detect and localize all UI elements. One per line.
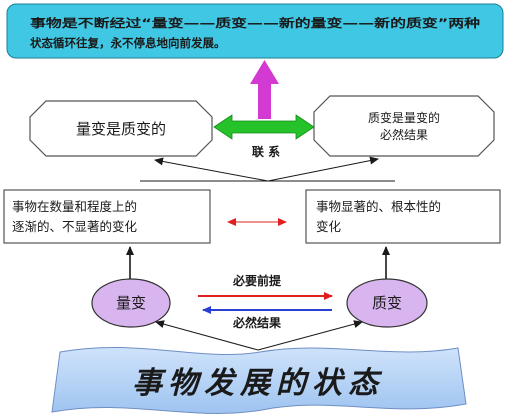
arrow-up-icon bbox=[250, 60, 279, 119]
left-octagon-text: 量变是质变的 bbox=[76, 120, 166, 138]
banner-to-right-ellipse bbox=[257, 320, 363, 351]
state-banner bbox=[51, 347, 467, 414]
right-octagon-line-2: 必然结果 bbox=[380, 127, 428, 142]
right-octagon-line-1: 质变是量变的 bbox=[368, 110, 440, 125]
right-rect-line-1: 事物显著的、根本性的 bbox=[316, 199, 441, 214]
left-rect-line-1: 事物在数量和程度上的 bbox=[12, 199, 137, 214]
right-octagon bbox=[313, 95, 495, 157]
left-octagon bbox=[29, 100, 213, 157]
double-arrow-icon bbox=[213, 114, 315, 140]
banner-text: 事物发展的状态 bbox=[132, 366, 384, 401]
arrow-top-label: 必要前提 bbox=[232, 273, 282, 288]
right-rect bbox=[305, 189, 501, 244]
right-ellipse-text: 质变 bbox=[372, 294, 402, 312]
banner-to-left-ellipse bbox=[155, 320, 259, 351]
connector-right-up bbox=[267, 156, 379, 182]
summary-line-1: 事物是不断经过“量变——质变——新的量变——新的质变”两种 bbox=[30, 16, 481, 30]
summary-line-2: 状态循环往复，永不停息地向前发展。 bbox=[30, 36, 226, 50]
summary-box bbox=[6, 3, 504, 59]
left-ellipse bbox=[91, 278, 171, 328]
left-rect bbox=[3, 189, 211, 244]
left-ellipse-text: 量变 bbox=[116, 294, 146, 312]
left-rect-line-2: 逐渐的、不显著的变化 bbox=[12, 219, 138, 234]
link-label: 联 系 bbox=[252, 144, 280, 159]
right-rect-line-2: 变化 bbox=[316, 219, 342, 234]
arrow-bottom-label: 必然结果 bbox=[232, 315, 281, 330]
connector-left-up bbox=[154, 157, 269, 182]
right-ellipse bbox=[346, 278, 428, 328]
